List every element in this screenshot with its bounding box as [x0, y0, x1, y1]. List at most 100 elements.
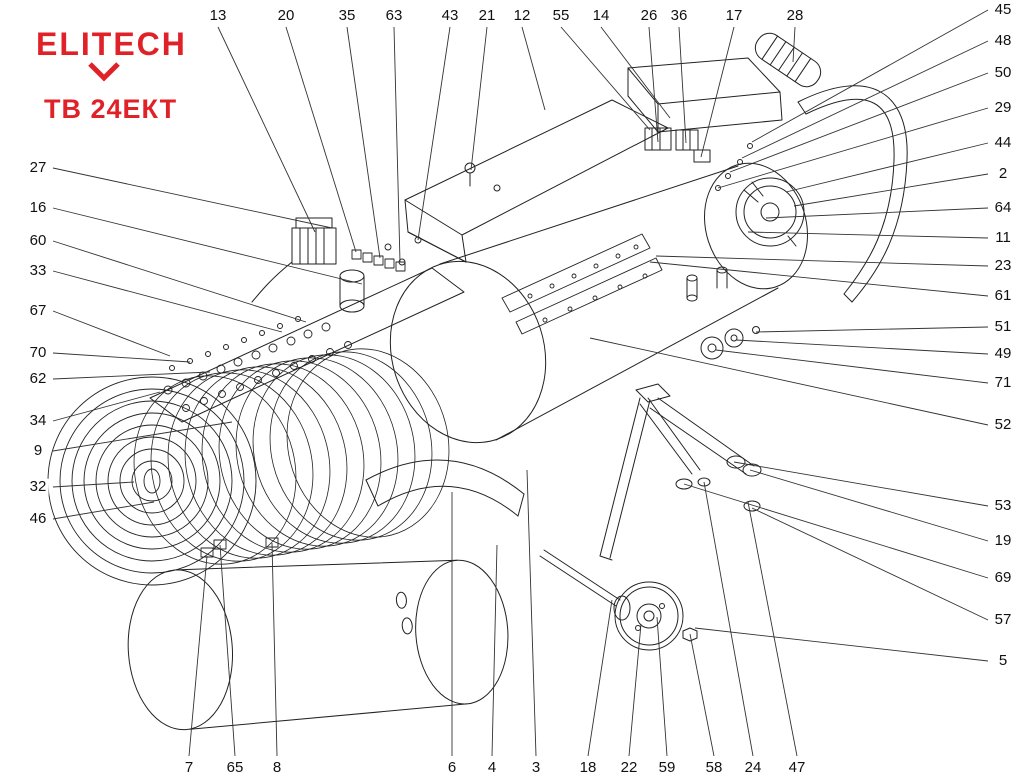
callout-52: 52	[992, 415, 1014, 434]
leader-line-16	[52, 207, 363, 285]
leader-line-63	[393, 26, 401, 263]
leader-line-45	[751, 9, 989, 143]
leader-line-22	[628, 623, 642, 757]
leader-line-24	[703, 481, 754, 757]
callout-48: 48	[992, 31, 1014, 50]
leader-line-55	[560, 26, 651, 131]
callout-22: 22	[618, 758, 640, 777]
top-cover	[404, 99, 669, 263]
callout-67: 67	[27, 301, 49, 320]
callout-58: 58	[703, 758, 725, 777]
leader-line-2	[793, 173, 989, 207]
callout-47: 47	[786, 758, 808, 777]
callout-17: 17	[723, 6, 745, 25]
leader-line-36	[678, 26, 687, 144]
leader-line-5	[694, 627, 989, 662]
logo-check-icon	[88, 62, 120, 82]
callout-43: 43	[439, 6, 461, 25]
callout-27: 27	[27, 158, 49, 177]
leader-line-60	[52, 240, 307, 323]
leader-line-51	[755, 326, 989, 333]
callout-53: 53	[992, 496, 1014, 515]
callout-11: 11	[993, 228, 1013, 247]
leader-line-34	[52, 391, 161, 422]
leader-line-35	[346, 26, 381, 259]
motor	[715, 143, 805, 247]
leader-line-14	[600, 26, 671, 119]
callout-65: 65	[224, 758, 246, 777]
callout-24: 24	[742, 758, 764, 777]
heating-coil	[133, 348, 450, 565]
leader-line-46	[52, 501, 155, 520]
stand-legs	[599, 383, 762, 561]
callout-57: 57	[992, 610, 1014, 629]
callout-3: 3	[529, 758, 543, 777]
callout-44: 44	[992, 133, 1014, 152]
leader-line-64	[765, 207, 989, 219]
callout-6: 6	[445, 758, 459, 777]
callout-5: 5	[996, 651, 1010, 670]
model-number: ТВ 24ЕКТ	[44, 94, 178, 124]
callout-19: 19	[992, 531, 1014, 550]
leader-line-3	[526, 469, 537, 757]
callout-59: 59	[656, 758, 678, 777]
leader-line-62	[52, 371, 211, 380]
leader-line-52	[589, 337, 989, 426]
callout-49: 49	[992, 344, 1014, 363]
leader-line-53	[733, 461, 989, 507]
mounting-plate	[149, 267, 465, 423]
leader-line-69	[683, 483, 989, 579]
handle-tube	[797, 85, 908, 303]
leader-line-67	[52, 310, 171, 357]
callout-12: 12	[511, 6, 533, 25]
leader-line-19	[749, 469, 989, 542]
callout-50: 50	[992, 63, 1014, 82]
callout-45: 45	[992, 0, 1014, 19]
volute-cover	[365, 459, 525, 517]
leader-line-11	[747, 231, 989, 239]
leader-line-58	[689, 633, 715, 757]
callout-18: 18	[577, 758, 599, 777]
leader-line-33	[52, 270, 283, 333]
callout-4: 4	[485, 758, 499, 777]
callout-63: 63	[383, 6, 405, 25]
callout-55: 55	[550, 6, 572, 25]
leader-line-12	[521, 26, 546, 111]
callout-9: 9	[31, 441, 45, 460]
leader-line-17	[700, 26, 735, 158]
callout-20: 20	[275, 6, 297, 25]
callout-34: 34	[27, 411, 49, 430]
callout-26: 26	[638, 6, 660, 25]
callout-62: 62	[27, 369, 49, 388]
side-rails	[501, 233, 663, 335]
callout-71: 71	[992, 373, 1014, 392]
leader-line-61	[649, 261, 989, 297]
leader-line-48	[741, 40, 989, 159]
contactor	[251, 217, 337, 303]
leader-line-59	[656, 616, 668, 757]
fan-guard	[47, 376, 279, 586]
leader-line-32	[52, 481, 135, 488]
leader-line-44	[785, 142, 989, 193]
callout-51: 51	[992, 317, 1014, 336]
capacitor	[339, 269, 365, 313]
leader-line-57	[751, 507, 989, 621]
leader-line-21	[470, 26, 488, 171]
callout-29: 29	[992, 98, 1014, 117]
callout-14: 14	[590, 6, 612, 25]
tank	[127, 559, 509, 731]
leader-line-70	[52, 352, 191, 363]
leader-line-26	[648, 26, 659, 143]
callout-35: 35	[336, 6, 358, 25]
callout-16: 16	[27, 198, 49, 217]
handle-grip	[754, 32, 822, 88]
leader-line-20	[285, 26, 357, 253]
callout-46: 46	[27, 509, 49, 528]
callout-70: 70	[27, 343, 49, 362]
main-housing	[389, 162, 809, 444]
leader-line-7	[188, 555, 208, 757]
callout-33: 33	[27, 261, 49, 280]
leader-line-23	[655, 255, 989, 267]
leader-line-50	[729, 72, 989, 173]
